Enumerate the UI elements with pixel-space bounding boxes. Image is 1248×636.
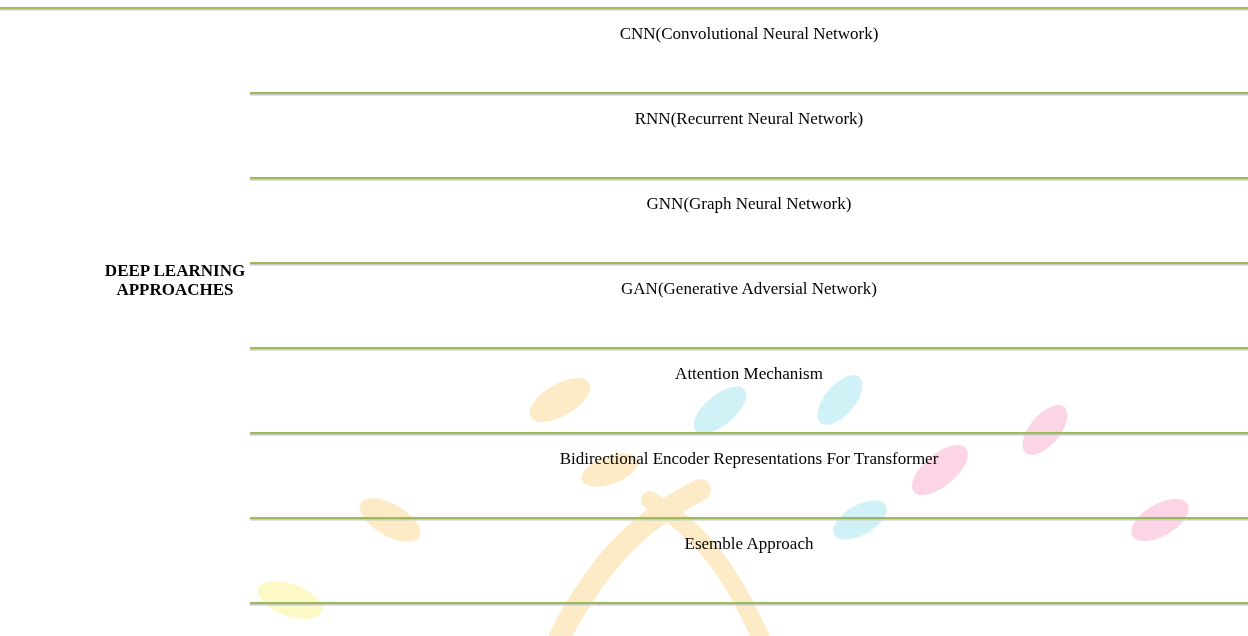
approach-name: GAN(Generative Adversial Network) — [250, 279, 1248, 299]
tree-watermark — [253, 367, 1196, 636]
separator-rule — [250, 262, 1248, 264]
separator-rule — [250, 517, 1248, 519]
approach-name: CNN(Convolutional Neural Network) — [250, 24, 1248, 44]
rule-shadow — [250, 264, 1248, 266]
rule-shadow — [250, 179, 1248, 181]
rule-shadow — [250, 349, 1248, 351]
rule-shadow — [250, 604, 1248, 606]
approach-name: Esemble Approach — [250, 534, 1248, 554]
approach-name: GNN(Graph Neural Network) — [250, 194, 1248, 214]
approach-band: GNN(Graph Neural Network) — [250, 180, 1248, 261]
approach-name: RNN(Recurrent Neural Network) — [250, 109, 1248, 129]
rule-shadow — [250, 519, 1248, 521]
approach-band: Attention Mechanism — [250, 350, 1248, 431]
approach-band: Esemble Approach — [250, 520, 1248, 601]
separator-rule — [250, 602, 1248, 604]
separator-rule — [0, 7, 1248, 9]
approach-band: Bidirectional Encoder Representations Fo… — [250, 435, 1248, 516]
separator-rule — [250, 432, 1248, 434]
separator-lines — [0, 8, 1248, 605]
category-heading: DEEP LEARNING APPROACHES — [100, 262, 250, 299]
approach-band: GAN(Generative Adversial Network) — [250, 265, 1248, 346]
approach-name: Attention Mechanism — [250, 364, 1248, 384]
approach-band: CNN(Convolutional Neural Network) — [250, 10, 1248, 91]
separator-rule — [250, 177, 1248, 179]
rule-shadow — [250, 434, 1248, 436]
rule-shadow — [0, 9, 1248, 11]
rule-shadow — [250, 94, 1248, 96]
approach-name: Bidirectional Encoder Representations Fo… — [250, 449, 1248, 469]
separator-rule — [250, 347, 1248, 349]
approach-band: RNN(Recurrent Neural Network) — [250, 95, 1248, 176]
separator-rule — [250, 92, 1248, 94]
category-label: DEEP LEARNING APPROACHES — [100, 262, 250, 299]
